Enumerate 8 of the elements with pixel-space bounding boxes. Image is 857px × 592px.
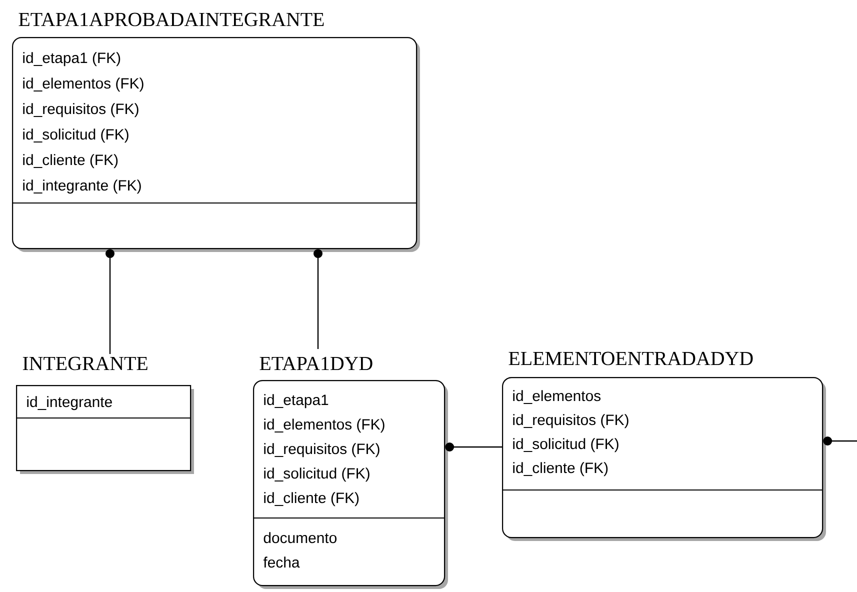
entity-title: ETAPA1APROBADAINTEGRANTE bbox=[18, 12, 324, 26]
entity-title: ELEMENTOENTRADADYD bbox=[508, 352, 753, 366]
entity-title: INTEGRANTE bbox=[22, 356, 148, 370]
entity-title: ETAPA1DYD bbox=[260, 356, 372, 370]
relationship-line bbox=[106, 249, 114, 354]
relationship-line bbox=[314, 249, 322, 349]
relationship-line bbox=[445, 442, 502, 452]
relationship-line bbox=[823, 436, 857, 446]
